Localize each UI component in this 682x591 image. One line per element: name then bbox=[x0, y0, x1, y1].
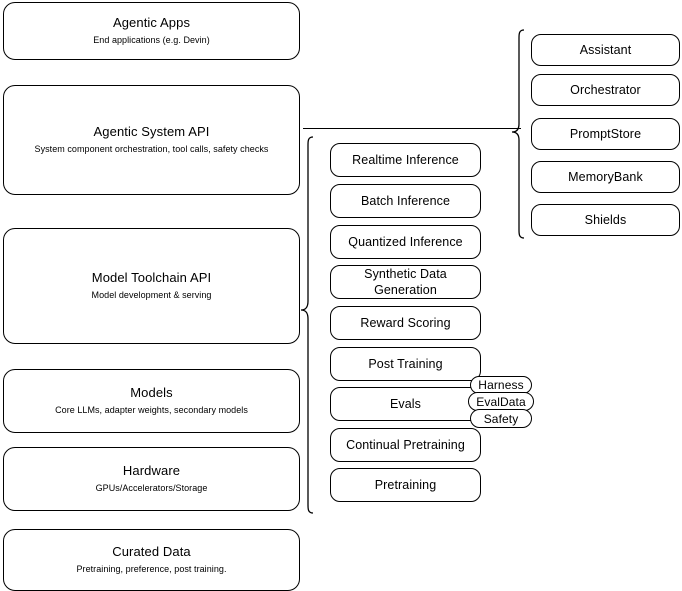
system-component-label: Assistant bbox=[579, 43, 632, 57]
system-component-label: Orchestrator bbox=[570, 83, 641, 97]
capability-batch-inference[interactable]: Batch Inference bbox=[330, 184, 481, 218]
stack-layer-models[interactable]: Models Core LLMs, adapter weights, secon… bbox=[3, 369, 300, 433]
capability-label: Quantized Inference bbox=[348, 235, 463, 249]
brace-toolchain-capabilities bbox=[300, 136, 314, 514]
stack-layer-curated-data[interactable]: Curated Data Pretraining, preference, po… bbox=[3, 529, 300, 591]
stack-layer-model-toolchain-api[interactable]: Model Toolchain API Model development & … bbox=[3, 228, 300, 344]
capability-label: Post Training bbox=[368, 357, 443, 371]
stack-layer-subtitle: GPUs/Accelerators/Storage bbox=[95, 483, 208, 493]
stack-layer-subtitle: Core LLMs, adapter weights, secondary mo… bbox=[55, 405, 248, 415]
brace-system-components-icon bbox=[511, 29, 525, 239]
evals-subcomponent-label: EvalData bbox=[476, 394, 526, 409]
system-component-label: MemoryBank bbox=[568, 170, 643, 184]
system-component-promptstore[interactable]: PromptStore bbox=[531, 118, 680, 150]
capability-post-training[interactable]: Post Training bbox=[330, 347, 481, 381]
system-component-shields[interactable]: Shields bbox=[531, 204, 680, 236]
capability-label: Synthetic Data Generation bbox=[364, 267, 447, 297]
stack-layer-title: Curated Data bbox=[112, 544, 191, 559]
brace-toolchain-capabilities-icon bbox=[300, 136, 314, 514]
capability-label: Reward Scoring bbox=[360, 316, 451, 330]
capability-quantized-inference[interactable]: Quantized Inference bbox=[330, 225, 481, 259]
stack-layer-title: Model Toolchain API bbox=[91, 270, 212, 285]
stack-layer-agentic-apps[interactable]: Agentic Apps End applications (e.g. Devi… bbox=[3, 2, 300, 60]
capability-label: Evals bbox=[389, 397, 422, 411]
stack-layer-subtitle: Model development & serving bbox=[91, 290, 212, 300]
brace-system-components bbox=[511, 29, 525, 239]
stack-layer-title: Agentic Apps bbox=[112, 15, 191, 30]
evals-subcomponent-safety[interactable]: Safety bbox=[470, 409, 532, 428]
capability-realtime-inference[interactable]: Realtime Inference bbox=[330, 143, 481, 177]
stack-layer-subtitle: System component orchestration, tool cal… bbox=[34, 144, 269, 154]
capability-label: Pretraining bbox=[374, 478, 437, 492]
capability-label: Batch Inference bbox=[360, 194, 451, 208]
stack-layer-title: Hardware bbox=[122, 463, 181, 478]
system-component-memorybank[interactable]: MemoryBank bbox=[531, 161, 680, 193]
evals-subcomponent-label: Safety bbox=[483, 411, 519, 426]
system-component-assistant[interactable]: Assistant bbox=[531, 34, 680, 66]
evals-subcomponent-label: Harness bbox=[478, 378, 524, 392]
capability-label: Realtime Inference bbox=[352, 153, 459, 167]
system-component-label: PromptStore bbox=[569, 127, 642, 141]
stack-layer-subtitle: Pretraining, preference, post training. bbox=[76, 564, 227, 574]
capability-label: Continual Pretraining bbox=[346, 438, 465, 452]
capability-synthetic-data-generation[interactable]: Synthetic Data Generation bbox=[330, 265, 481, 299]
stack-layer-agentic-system-api[interactable]: Agentic System API System component orch… bbox=[3, 85, 300, 195]
system-component-orchestrator[interactable]: Orchestrator bbox=[531, 74, 680, 106]
system-component-label: Shields bbox=[584, 213, 627, 227]
evals-subcomponent-evaldata[interactable]: EvalData bbox=[468, 392, 534, 411]
capability-pretraining[interactable]: Pretraining bbox=[330, 468, 481, 502]
stack-layer-hardware[interactable]: Hardware GPUs/Accelerators/Storage bbox=[3, 447, 300, 511]
connector-agentic-system-api-to-components bbox=[303, 128, 521, 129]
stack-layer-title: Models bbox=[130, 385, 173, 400]
capability-reward-scoring[interactable]: Reward Scoring bbox=[330, 306, 481, 340]
stack-layer-subtitle: End applications (e.g. Devin) bbox=[93, 35, 210, 45]
stack-layer-title: Agentic System API bbox=[93, 124, 210, 139]
capability-continual-pretraining[interactable]: Continual Pretraining bbox=[330, 428, 481, 462]
capability-evals[interactable]: Evals bbox=[330, 387, 481, 421]
